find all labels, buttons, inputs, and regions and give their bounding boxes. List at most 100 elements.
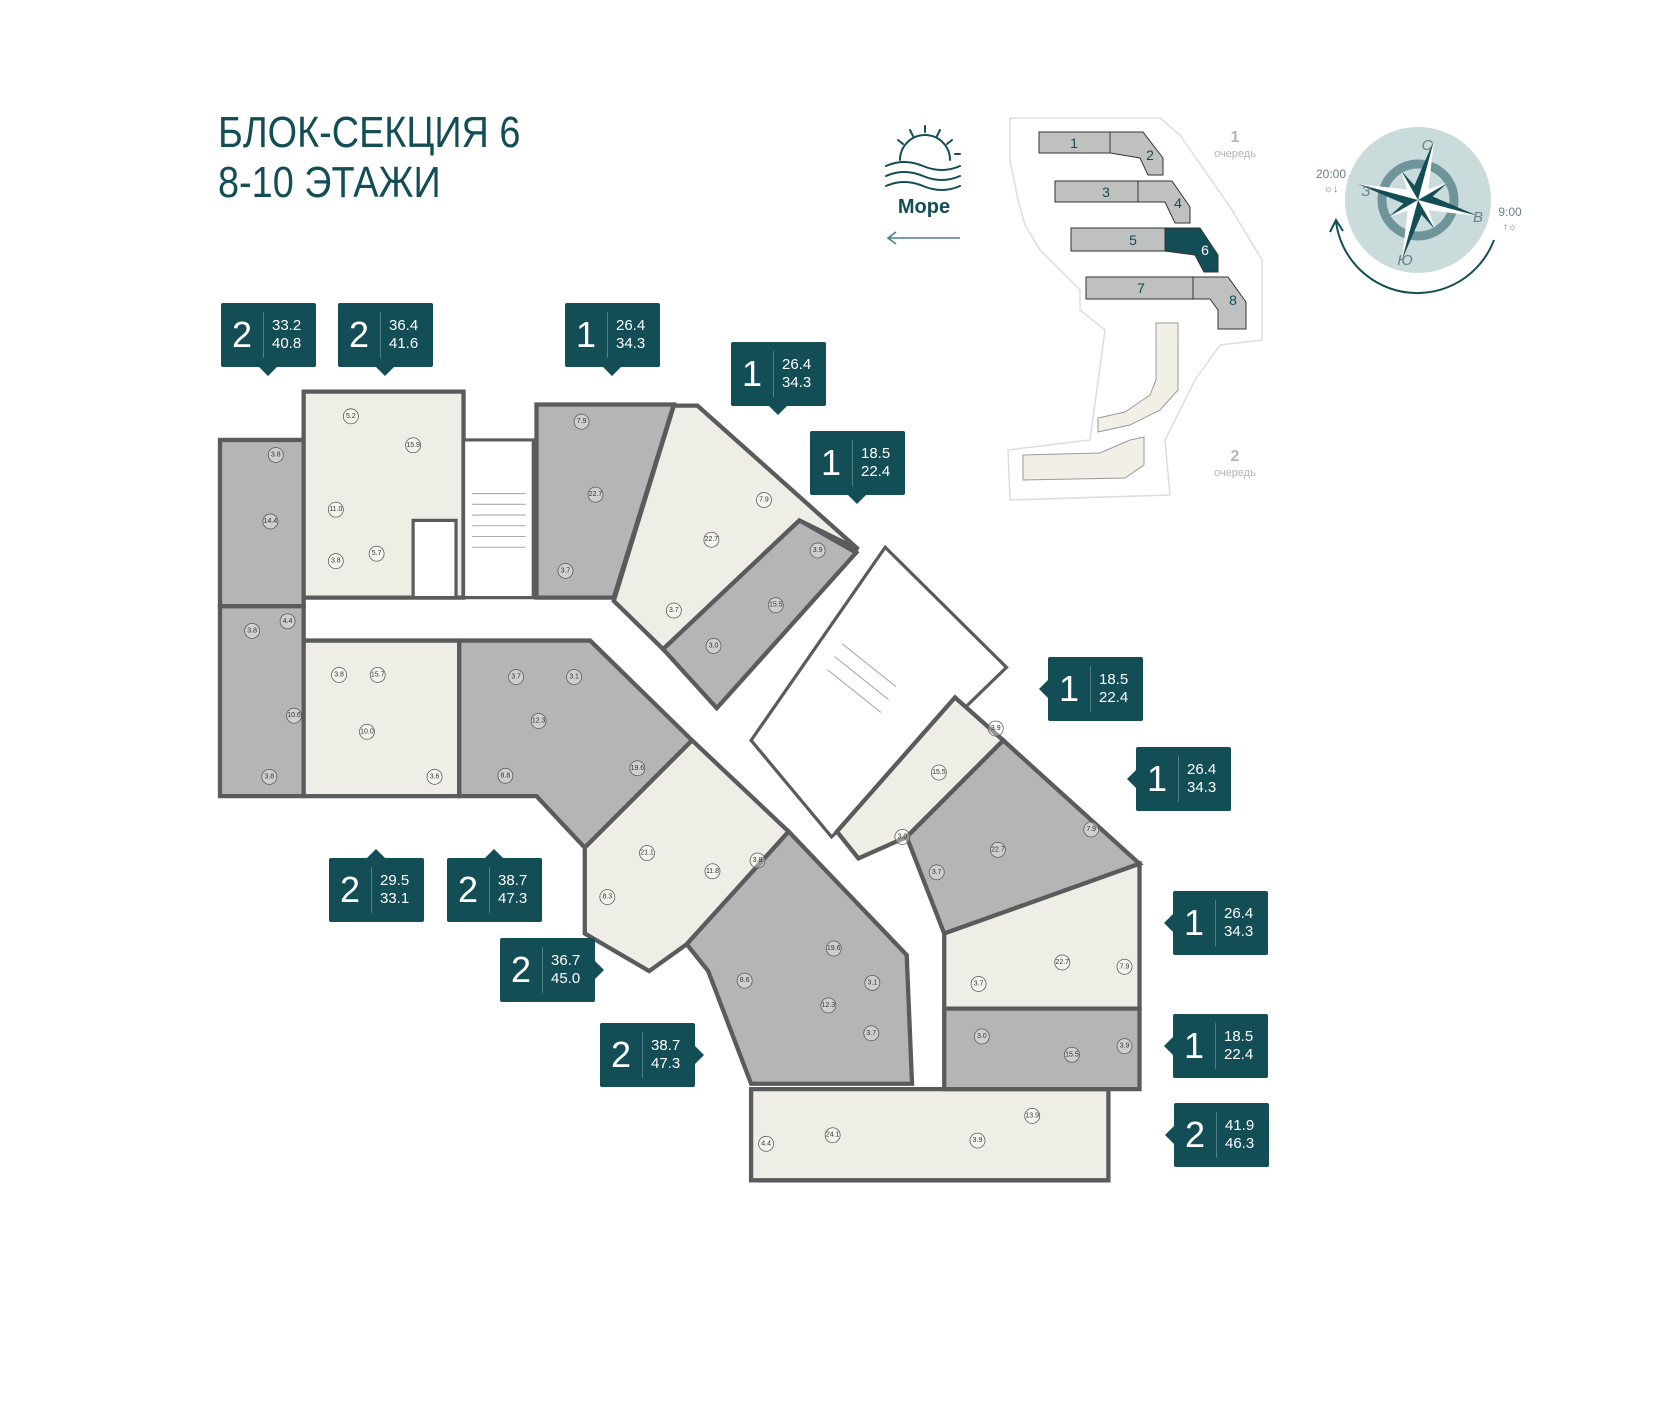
badge-divider: [773, 351, 774, 397]
room-area-label: 3.0: [894, 829, 911, 845]
svg-text:5.2: 5.2: [346, 413, 356, 420]
room-area-label: 3.8: [267, 447, 284, 463]
svg-text:8.3: 8.3: [602, 894, 612, 901]
room-area-label: 11.0: [327, 501, 344, 518]
room-area-label: 8.3: [599, 889, 616, 905]
room-area-label: 5.7: [368, 545, 385, 562]
svg-text:10.0: 10.0: [360, 728, 374, 735]
room-area-label: 19.6: [825, 940, 842, 957]
title-section: БЛОК-СЕКЦИЯ 6: [218, 108, 521, 157]
badge-divider: [1215, 900, 1216, 946]
room-area-label: 3.7: [970, 976, 987, 992]
room-area-label: 19.6: [629, 760, 646, 777]
svg-text:11.0: 11.0: [329, 506, 342, 513]
badge-rooms: 2: [510, 949, 532, 990]
room-area-label: 3.7: [557, 562, 574, 579]
svg-text:12.3: 12.3: [822, 1002, 836, 1009]
badge-divider: [371, 867, 372, 913]
badge-rooms: 2: [1184, 1114, 1206, 1155]
svg-text:3.9: 3.9: [1120, 1043, 1130, 1050]
badge-living-area: 18.5: [861, 445, 891, 462]
room-area-label: 15.5: [767, 597, 784, 614]
stage2-number: 2: [1231, 448, 1240, 465]
apartment-gray-diagonal: [660, 517, 860, 712]
badge-divider: [542, 947, 543, 993]
site-block-label-5: 5: [1129, 232, 1137, 248]
badge-rooms: 2: [231, 314, 253, 355]
room-area-label: 22.7: [703, 531, 720, 548]
site-block-label-3: 3: [1102, 184, 1110, 200]
svg-text:3.7: 3.7: [511, 674, 521, 681]
site-block-label-6: 6: [1201, 242, 1209, 258]
svg-text:11.8: 11.8: [706, 868, 719, 875]
badge-total-area: 47.3: [651, 1055, 681, 1072]
svg-text:15.5: 15.5: [932, 769, 946, 776]
room-area-label: 13.9: [1024, 1108, 1041, 1124]
badge-divider: [263, 312, 264, 358]
room-area-label: 3.1: [864, 974, 881, 991]
badge-rooms: 2: [610, 1034, 632, 1075]
apartment-gray-left-top: [217, 437, 306, 609]
badge-total-area: 40.8: [272, 335, 302, 352]
svg-text:4.4: 4.4: [283, 618, 293, 625]
badge-divider: [489, 867, 490, 913]
badge-divider: [852, 440, 853, 486]
page-title: БЛОК-СЕКЦИЯ 6 8-10 ЭТАЖИ: [218, 108, 520, 208]
room-area-label: 3.9: [969, 1132, 986, 1149]
room-area-label: 15.9: [405, 437, 421, 454]
stage2-buildings: [1022, 322, 1179, 481]
stage2-label: очередь: [1214, 467, 1256, 479]
svg-text:24.1: 24.1: [826, 1132, 840, 1139]
site-block-label-7: 7: [1137, 280, 1145, 296]
room-area-label: 3.0: [705, 638, 722, 654]
room-area-label: 15.5: [930, 764, 947, 781]
site-block-8: [1192, 276, 1247, 330]
badge-living-area: 26.4: [1187, 761, 1217, 778]
room-area-label: 22.7: [587, 486, 604, 503]
svg-text:15.7: 15.7: [371, 671, 385, 678]
badge-rooms: 1: [1146, 758, 1168, 799]
room-area-label: 3.7: [665, 602, 682, 619]
room-area-labels: 5.2 15.9 3.8 11.0 14.4 3.8 5.7 7.9 22.7 …: [244, 408, 1133, 1152]
room-area-label: 10.6: [286, 707, 302, 724]
svg-text:15.5: 15.5: [1065, 1051, 1079, 1058]
badge-rooms: 1: [1183, 1025, 1205, 1066]
svg-text:5.7: 5.7: [372, 550, 382, 557]
room-area-label: 3.0: [973, 1028, 990, 1045]
badge-living-area: 41.9: [1225, 1117, 1255, 1134]
apartment-gray-left-bottom: [217, 604, 306, 799]
room-area-label: 3.1: [566, 669, 582, 685]
room-area-label: 3.8: [261, 768, 278, 785]
badge-divider: [380, 312, 381, 358]
badge-living-area: 38.7: [651, 1037, 681, 1054]
svg-text:14.4: 14.4: [264, 518, 278, 525]
apartment-gray-15: [942, 1006, 1142, 1092]
svg-text:7.9: 7.9: [759, 497, 769, 504]
svg-text:7.9: 7.9: [577, 418, 587, 425]
svg-text:3.8: 3.8: [271, 451, 281, 458]
svg-text:3.8: 3.8: [331, 558, 341, 565]
svg-text:12.3: 12.3: [532, 718, 546, 725]
room-area-label: 8.8: [497, 767, 514, 784]
badge-divider: [1215, 1023, 1216, 1069]
room-area-label: 3.8: [331, 667, 347, 683]
svg-text:22.7: 22.7: [589, 491, 603, 498]
room-area-label: 7.9: [1083, 821, 1100, 838]
badge-rooms: 1: [1058, 668, 1080, 709]
